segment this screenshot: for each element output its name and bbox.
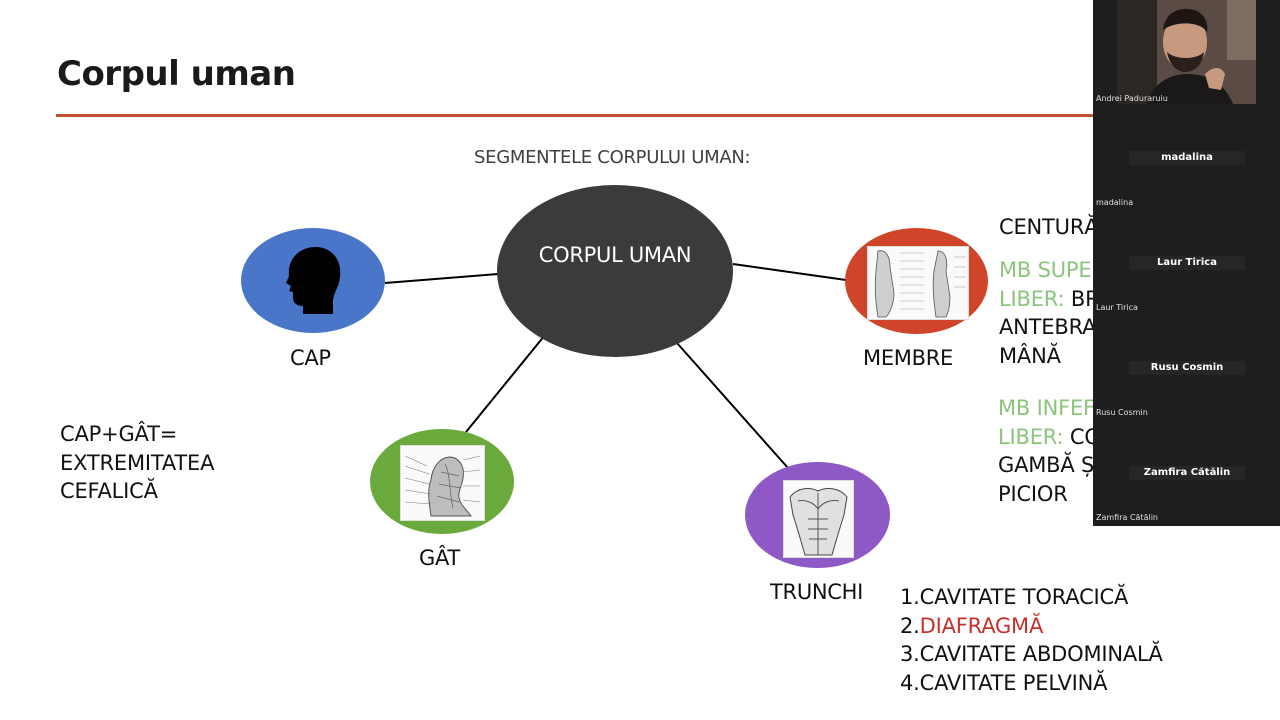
title-underline bbox=[56, 114, 1096, 117]
trunchi-label: TRUNCHI bbox=[770, 580, 864, 604]
cap-label: CAP bbox=[290, 346, 331, 370]
gat-label: GÂT bbox=[419, 546, 460, 570]
participant-tile-zamfira[interactable]: Zamfira Cătălin bbox=[1129, 466, 1245, 480]
connector-cap bbox=[384, 273, 499, 284]
cavity-item-4: 4.CAVITATE PELVINĂ bbox=[900, 670, 1108, 695]
cap-node bbox=[241, 228, 385, 333]
mb-sup-line-4: MÂNĂ bbox=[999, 343, 1061, 368]
slide-subtitle: SEGMENTELE CORPULUI UMAN: bbox=[474, 147, 751, 168]
mb-inf-line-4: PICIOR bbox=[998, 481, 1068, 506]
membre-centura-text: CENTURĂ bbox=[999, 215, 1099, 239]
note-line-1: CAP+GÂT= bbox=[60, 422, 178, 446]
cavities-list: 1.CAVITATE TORACICĂ 2.DIAFRAGMĂ 3.CAVITA… bbox=[900, 583, 1163, 697]
participant-name-andrei: Andrei Paduraruiu bbox=[1096, 94, 1168, 103]
torso-anatomy-image bbox=[783, 480, 854, 558]
note-line-2: EXTREMITATEA bbox=[60, 450, 215, 475]
center-node-label: CORPUL UMAN bbox=[538, 243, 692, 267]
participant-video-andrei[interactable] bbox=[1117, 0, 1256, 104]
connector-trunchi bbox=[676, 342, 789, 469]
participants-panel[interactable]: Andrei Paduraruiu madalina madalina Laur… bbox=[1093, 0, 1280, 526]
cap-gat-note: CAP+GÂT= EXTREMITATEA CEFALICĂ bbox=[60, 420, 214, 506]
participant-tile-rusu[interactable]: Rusu Cosmin bbox=[1129, 361, 1245, 375]
cavity-item-2: 2.DIAFRAGMĂ bbox=[900, 613, 1044, 638]
connector-gat bbox=[465, 334, 546, 433]
mb-inf-line-3: GAMBĂ Ș bbox=[998, 453, 1095, 477]
trunchi-node bbox=[745, 462, 890, 568]
neck-anatomy-image bbox=[400, 445, 485, 521]
center-node: CORPUL UMAN bbox=[497, 185, 733, 357]
participant-tile-laur[interactable]: Laur Tirica bbox=[1129, 256, 1245, 270]
participant-name-madalina: madalina bbox=[1096, 198, 1134, 207]
note-line-3: CEFALICĂ bbox=[60, 479, 158, 503]
membre-inferior-text: MB INFEF LIBER: CO GAMBĂ Ș PICIOR bbox=[998, 394, 1101, 508]
membre-node bbox=[845, 228, 988, 334]
limbs-anatomy-image bbox=[867, 246, 969, 320]
cavity-item-1: 1.CAVITATE TORACICĂ bbox=[900, 585, 1129, 609]
mb-inf-line-2: LIBER: CO bbox=[998, 424, 1101, 449]
head-silhouette-icon bbox=[286, 246, 341, 314]
gat-node bbox=[370, 429, 514, 534]
participant-name-rusu: Rusu Cosmin bbox=[1096, 408, 1148, 417]
participant-name-zamfira: Zamfira Cătălin bbox=[1096, 513, 1158, 522]
participant-tile-madalina[interactable]: madalina bbox=[1129, 151, 1245, 165]
mb-sup-heading: MB SUPE bbox=[999, 258, 1092, 282]
membre-label: MEMBRE bbox=[863, 346, 953, 370]
mb-inf-heading: MB INFEF bbox=[998, 396, 1095, 420]
membre-superior-text: MB SUPE LIBER: BR ANTEBRA MÂNĂ bbox=[999, 256, 1100, 370]
mb-sup-line-2: LIBER: BR bbox=[999, 286, 1100, 311]
mb-sup-line-3: ANTEBRA bbox=[999, 315, 1097, 339]
connector-membre bbox=[732, 263, 847, 281]
slide-title: Corpul uman bbox=[57, 54, 296, 94]
video-feed-person bbox=[1117, 0, 1256, 104]
participant-name-laur: Laur Tirica bbox=[1096, 303, 1138, 312]
cavity-item-3: 3.CAVITATE ABDOMINALĂ bbox=[900, 642, 1163, 666]
